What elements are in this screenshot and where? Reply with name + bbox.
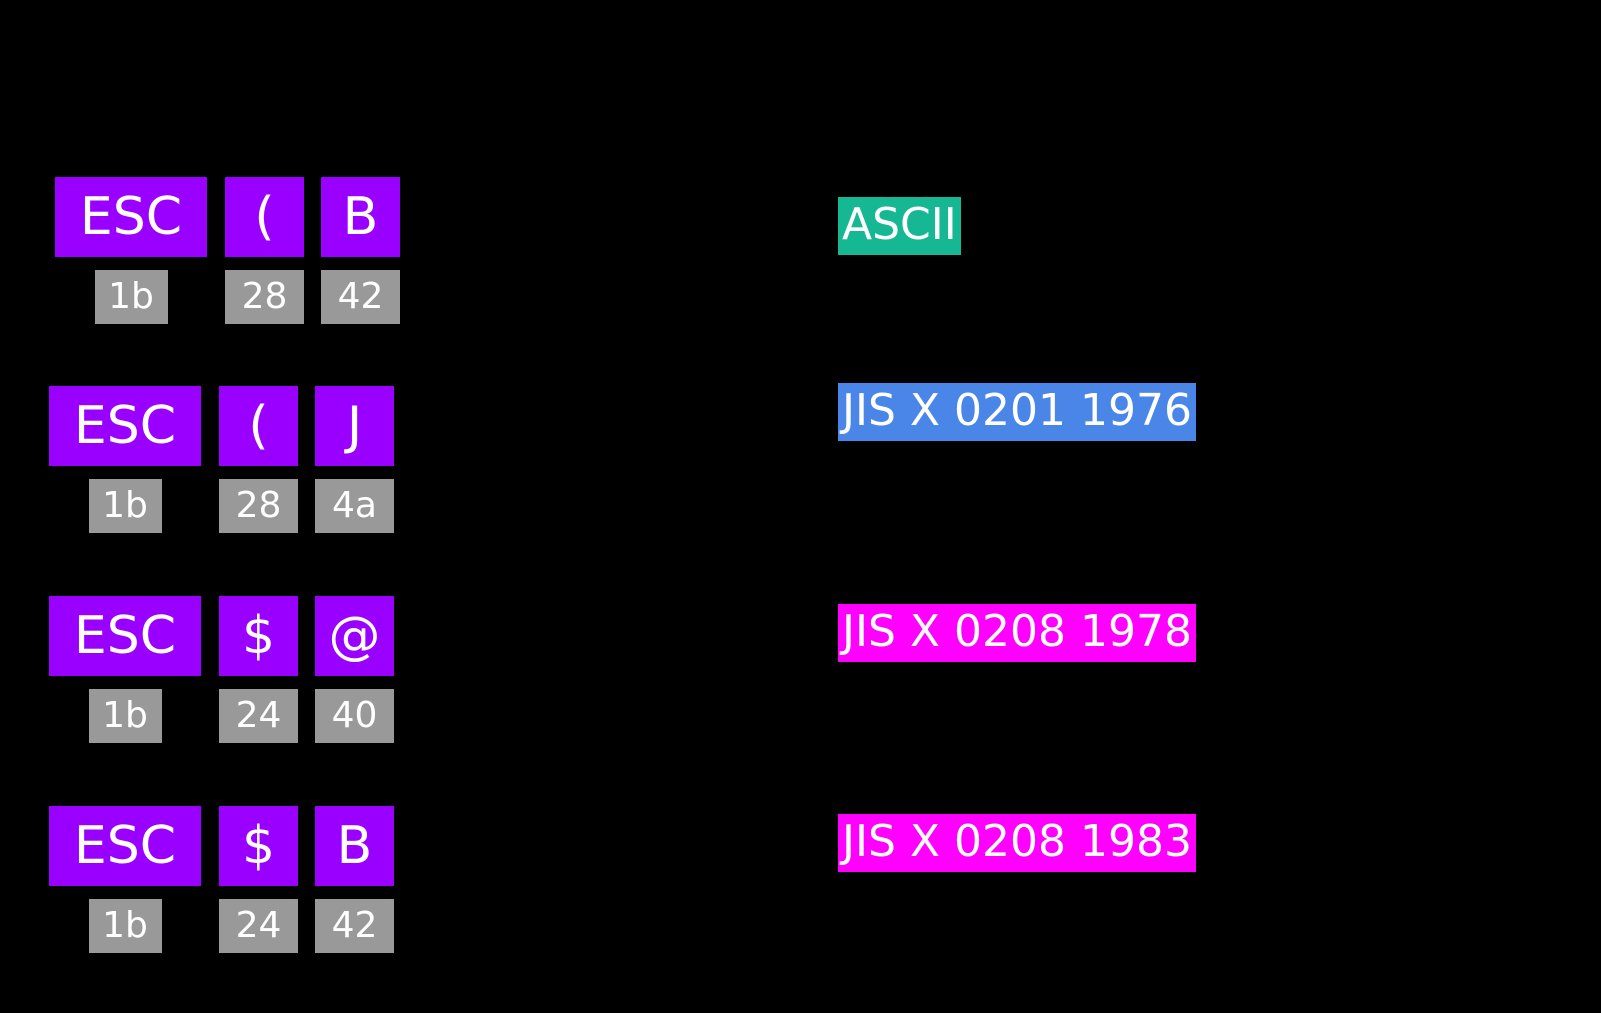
sequence-row-ascii: ESC 1b ( 28 B 42 xyxy=(55,177,400,324)
key-tile-esc[interactable]: ESC xyxy=(49,806,201,886)
hex-tile-paren: 28 xyxy=(219,479,298,533)
sequence-row-jis-x-0208-1978: ESC 1b $ 24 @ 40 xyxy=(49,596,394,743)
sequence-tiles: ESC 1b ( 28 B 42 xyxy=(55,177,400,324)
key-tile-esc[interactable]: ESC xyxy=(49,386,201,466)
key-tile-esc[interactable]: ESC xyxy=(55,177,207,257)
hex-tile-esc: 1b xyxy=(94,270,168,324)
tile-group-esc: ESC 1b xyxy=(49,806,201,953)
hex-tile-paren: 28 xyxy=(225,270,304,324)
hex-tile-final: 4a xyxy=(315,479,394,533)
charset-label-jis-x-0201-1976: JIS X 0201 1976 xyxy=(838,383,1196,441)
key-tile-paren[interactable]: ( xyxy=(225,177,304,257)
key-tile-final[interactable]: B xyxy=(321,177,400,257)
charset-label-jis-x-0208-1978: JIS X 0208 1978 xyxy=(838,604,1196,662)
key-tile-final[interactable]: B xyxy=(315,806,394,886)
tile-group-final: @ 40 xyxy=(315,596,394,743)
tile-group-paren: ( 28 xyxy=(225,177,304,324)
tile-group-esc: ESC 1b xyxy=(49,386,201,533)
sequence-row-jis-x-0201-1976: ESC 1b ( 28 J 4a xyxy=(49,386,394,533)
key-tile-esc[interactable]: ESC xyxy=(49,596,201,676)
key-tile-final[interactable]: J xyxy=(315,386,394,466)
hex-tile-final: 42 xyxy=(321,270,400,324)
hex-tile-esc: 1b xyxy=(88,899,162,953)
hex-tile-dollar: 24 xyxy=(219,689,298,743)
tile-group-final: B 42 xyxy=(315,806,394,953)
charset-label-ascii: ASCII xyxy=(838,197,961,255)
sequence-row-jis-x-0208-1983: ESC 1b $ 24 B 42 xyxy=(49,806,394,953)
tile-group-dollar: $ 24 xyxy=(219,596,298,743)
key-tile-paren[interactable]: ( xyxy=(219,386,298,466)
tile-group-final: J 4a xyxy=(315,386,394,533)
key-tile-dollar[interactable]: $ xyxy=(219,596,298,676)
key-tile-final[interactable]: @ xyxy=(315,596,394,676)
charset-label-jis-x-0208-1983: JIS X 0208 1983 xyxy=(838,814,1196,872)
hex-tile-final: 42 xyxy=(315,899,394,953)
tile-group-final: B 42 xyxy=(321,177,400,324)
hex-tile-esc: 1b xyxy=(88,689,162,743)
sequence-tiles: ESC 1b ( 28 J 4a xyxy=(49,386,394,533)
key-tile-dollar[interactable]: $ xyxy=(219,806,298,886)
hex-tile-final: 40 xyxy=(315,689,394,743)
tile-group-esc: ESC 1b xyxy=(49,596,201,743)
tile-group-esc: ESC 1b xyxy=(55,177,207,324)
sequence-tiles: ESC 1b $ 24 B 42 xyxy=(49,806,394,953)
tile-group-dollar: $ 24 xyxy=(219,806,298,953)
tile-group-paren: ( 28 xyxy=(219,386,298,533)
sequence-tiles: ESC 1b $ 24 @ 40 xyxy=(49,596,394,743)
hex-tile-dollar: 24 xyxy=(219,899,298,953)
hex-tile-esc: 1b xyxy=(88,479,162,533)
